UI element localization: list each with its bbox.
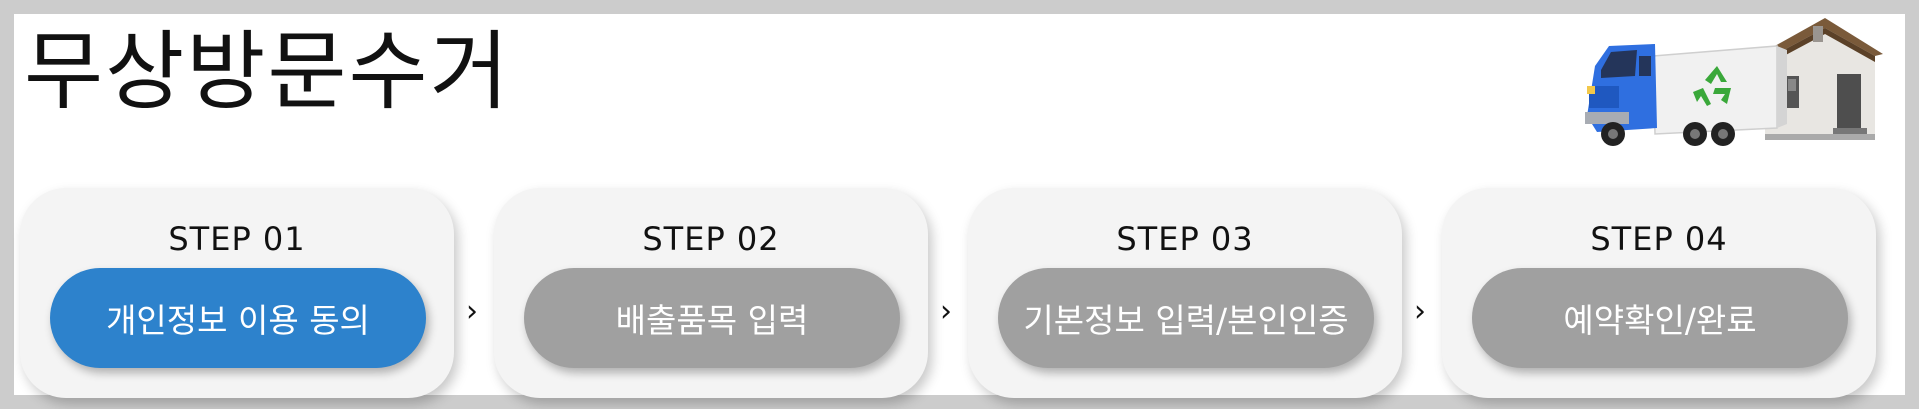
step-button-privacy-consent[interactable]: 개인정보 이용 동의 [50,268,426,368]
truck-house-recycle-illustration [1575,16,1885,156]
page-frame: 무상방문수거 [14,14,1905,395]
step-label: STEP 04 [1442,220,1876,258]
step-card-3: STEP 03 기본정보 입력/본인인증 [968,188,1402,398]
step-card-1: STEP 01 개인정보 이용 동의 [20,188,454,398]
step-button-reservation-confirm[interactable]: 예약확인/완료 [1472,268,1848,368]
chevron-right-icon: › [466,294,478,329]
page-title: 무상방문수거 [24,22,511,122]
step-progress: STEP 01 개인정보 이용 동의 › STEP 02 배출품목 입력 › S… [20,188,1890,398]
step-button-item-input[interactable]: 배출품목 입력 [524,268,900,368]
truck-icon [1585,44,1787,146]
step-card-4: STEP 04 예약확인/완료 [1442,188,1876,398]
step-label: STEP 01 [20,220,454,258]
chevron-right-icon: › [940,294,952,329]
step-button-basic-info-verification[interactable]: 기본정보 입력/본인인증 [998,268,1374,368]
step-card-2: STEP 02 배출품목 입력 [494,188,928,398]
chevron-right-icon: › [1414,294,1426,329]
step-label: STEP 02 [494,220,928,258]
step-label: STEP 03 [968,220,1402,258]
